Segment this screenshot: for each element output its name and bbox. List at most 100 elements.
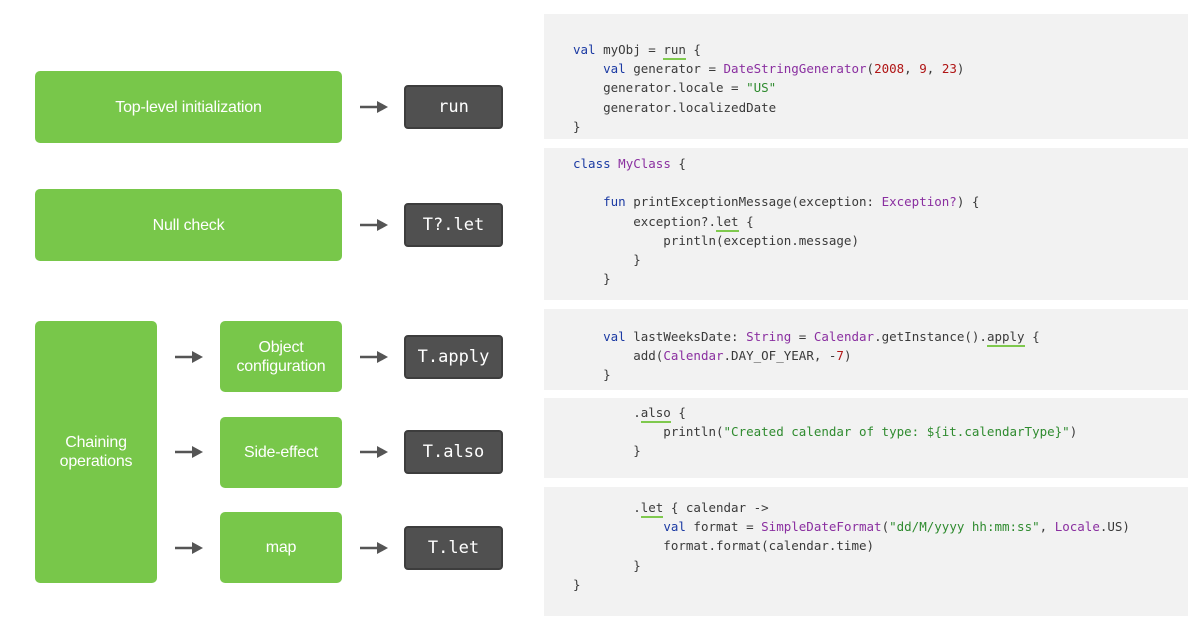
code-line: fun printExceptionMessage(exception: Exc… — [573, 192, 1188, 211]
sub-case-label: Side-effect — [244, 444, 318, 461]
scope-function-also: T.also — [404, 430, 503, 474]
keyword-token: val — [663, 519, 686, 535]
code-text: generator.localizedDate — [573, 99, 777, 115]
code-text: { — [670, 405, 686, 420]
class-name-token: MyClass — [618, 156, 671, 171]
code-line: println("Created calendar of type: ${it.… — [573, 422, 1188, 441]
code-text: } — [573, 367, 611, 383]
code-text: , — [1039, 519, 1055, 535]
number-token: 9 — [919, 61, 927, 77]
scope-function-label: T.let — [427, 538, 480, 558]
class-name-token: Calendar — [813, 329, 875, 344]
code-text: } — [573, 271, 611, 287]
code-text: = — [791, 329, 814, 344]
use-case-chaining-operations: Chaining operations — [35, 321, 157, 583]
arrow-right-icon — [175, 351, 203, 363]
code-line: .let { calendar -> — [573, 498, 1188, 518]
string-token: "dd/M/yyyy hh:mm:ss" — [889, 519, 1040, 535]
code-panel-also: .also { println("Created calendar of typ… — [544, 398, 1188, 478]
code-block: val lastWeeksDate: String = Calendar.get… — [544, 327, 1188, 385]
code-text: .getInstance(). — [874, 329, 987, 344]
arrow-right-icon — [360, 101, 388, 113]
code-text: generator.locale = — [573, 80, 747, 96]
string-token: "US" — [746, 80, 777, 96]
code-text: .US) — [1099, 519, 1130, 535]
code-block: class MyClass { fun printExceptionMessag… — [544, 154, 1188, 288]
code-text — [573, 519, 663, 534]
keyword-token: val — [573, 42, 596, 57]
code-text: format = — [685, 519, 762, 535]
number-token: 7 — [836, 348, 844, 364]
code-text: ( — [866, 61, 875, 77]
sub-case-label: Object configuration — [236, 338, 326, 375]
string-token: "Created calendar of type: ${it.calendar… — [723, 424, 1070, 440]
code-line — [573, 173, 1188, 192]
code-text: ) — [843, 348, 852, 364]
code-text: ) — [1069, 424, 1078, 440]
code-text: ( — [881, 519, 890, 535]
code-panel-apply: val lastWeeksDate: String = Calendar.get… — [544, 309, 1188, 390]
code-text: . — [573, 405, 641, 420]
scope-function-label: T.apply — [417, 347, 490, 367]
keyword-token: fun — [603, 194, 626, 210]
keyword-token: val — [603, 329, 626, 344]
code-text: } — [573, 557, 641, 573]
code-text: lastWeeksDate: — [625, 329, 747, 344]
code-line: exception?.let { — [573, 212, 1188, 232]
code-line: println(exception.message) — [573, 231, 1188, 250]
highlighted-function-token: apply — [986, 329, 1025, 347]
code-text: { — [1024, 329, 1040, 344]
number-token: 2008 — [874, 61, 905, 77]
sub-case-label: map — [265, 539, 297, 556]
code-line: generator.locale = "US" — [573, 78, 1188, 97]
class-name-token: Calendar — [663, 348, 724, 364]
code-text: format.format(calendar.time) — [573, 538, 875, 554]
code-text: } — [573, 251, 641, 267]
code-line: } — [573, 250, 1188, 269]
scope-function-label: T?.let — [422, 215, 485, 235]
scope-function-run: run — [404, 85, 503, 129]
code-text: } — [573, 118, 581, 134]
code-line: } — [573, 441, 1188, 460]
highlighted-function-token: run — [663, 42, 686, 60]
arrow-right-icon — [360, 219, 388, 231]
code-text — [573, 329, 603, 344]
code-text: ) — [956, 61, 965, 77]
code-panel-let: .let { calendar -> val format = SimpleDa… — [544, 487, 1188, 616]
code-text: println( — [573, 424, 724, 440]
code-line: val myObj = run { — [573, 40, 1188, 60]
sub-case-object-configuration: Object configuration — [220, 321, 342, 392]
code-text: .DAY_OF_YEAR, - — [723, 348, 837, 364]
code-line: } — [573, 269, 1188, 288]
code-block: .let { calendar -> val format = SimpleDa… — [544, 498, 1188, 594]
code-text: printExceptionMessage(exception: — [625, 194, 882, 210]
code-line: val format = SimpleDateFormat("dd/M/yyyy… — [573, 517, 1188, 536]
code-block: val myObj = run { val generator = DateSt… — [544, 40, 1188, 136]
keyword-token: class — [573, 156, 611, 171]
code-text: { calendar -> — [663, 500, 769, 515]
arrow-right-icon — [175, 542, 203, 554]
code-panel-null-check: class MyClass { fun printExceptionMessag… — [544, 148, 1188, 300]
class-name-token: DateStringGenerator — [723, 61, 867, 77]
code-text: add( — [573, 348, 664, 364]
class-name-token: Locale — [1054, 519, 1100, 535]
class-name-token: Exception? — [881, 194, 957, 210]
scope-function-let: T.let — [404, 526, 503, 570]
code-line: } — [573, 556, 1188, 575]
code-text: { — [738, 213, 754, 229]
highlighted-function-token: also — [640, 405, 671, 423]
arrow-right-icon — [360, 446, 388, 458]
code-line: .also { — [573, 403, 1188, 423]
keyword-token: val — [603, 61, 626, 77]
class-name-token: String — [746, 329, 792, 344]
use-case-label: Top-level initialization — [115, 98, 262, 116]
code-text: exception?. — [573, 213, 716, 229]
code-line: } — [573, 365, 1188, 384]
use-case-null-check: Null check — [35, 189, 342, 261]
code-panel-run: val myObj = run { val generator = DateSt… — [544, 14, 1188, 139]
scope-function-apply: T.apply — [404, 335, 503, 379]
code-line: } — [573, 575, 1188, 594]
code-text: { — [685, 42, 701, 57]
highlighted-function-token: let — [716, 213, 739, 232]
code-text: , — [904, 61, 920, 77]
